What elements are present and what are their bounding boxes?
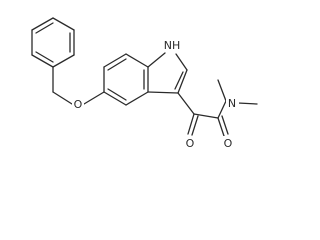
atom-amide-nitrogen-label: N <box>226 96 239 110</box>
atom-amide-oxygen-label: O <box>222 136 234 150</box>
atom-keto-oxygen-label: O <box>184 136 196 150</box>
indole-pyrrole-ring <box>147 52 188 94</box>
benzyl-phenyl-ring <box>31 17 75 68</box>
molecule-structure-diagram: NH O N O O <box>31 17 258 150</box>
atom-ether-oxygen-label: O <box>72 97 84 111</box>
svg-text:O: O <box>224 137 233 150</box>
svg-text:N: N <box>228 97 236 110</box>
svg-text:NH: NH <box>164 39 181 52</box>
benzyl-ether-linker <box>52 66 105 105</box>
indole-benzene-ring <box>103 53 149 106</box>
svg-text:O: O <box>74 98 83 111</box>
glyoxylamide-chain <box>177 79 258 137</box>
atom-nh-label: NH <box>162 38 182 52</box>
svg-text:O: O <box>186 137 195 150</box>
